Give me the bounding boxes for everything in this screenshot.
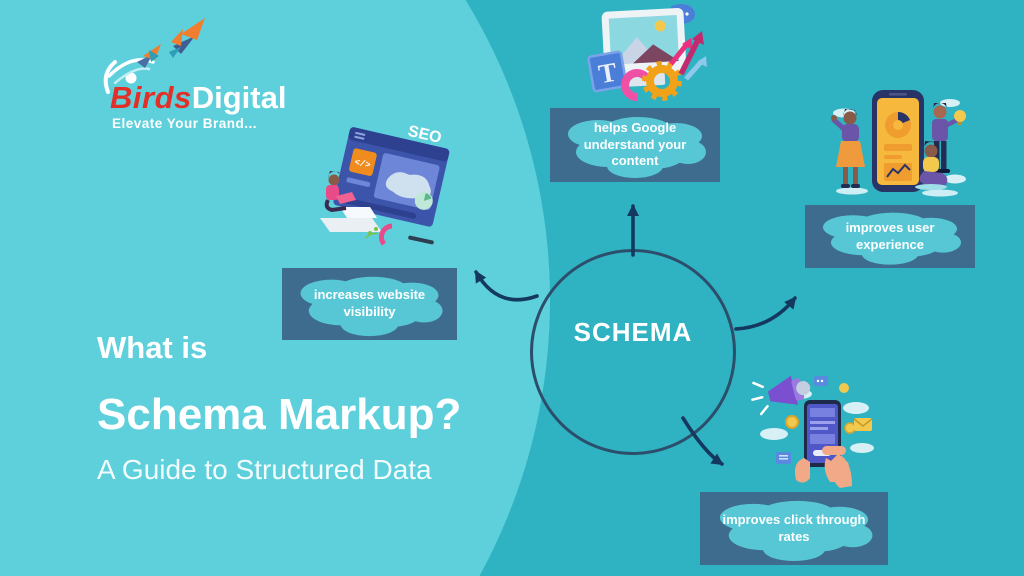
browser-window-icon: SEO </> [333,123,450,227]
birds-flight-icon [103,18,205,94]
gear-icon [642,61,682,101]
floating-icons [776,376,873,464]
background-circle [0,0,550,576]
brand-name: BirdsDigital [110,82,286,113]
letter-tile-icon: T [587,50,628,93]
schema-hub-circle: SCHEMA [530,249,736,455]
content-creation-illustration: T [587,4,707,101]
title-line-1: What is [97,330,208,365]
person-with-laptop-icon [324,171,356,213]
promotion-illustration [751,375,874,488]
callout-label: helps Google understand your content [583,119,687,169]
platform-icon [320,218,382,232]
user-experience-illustration [831,90,966,197]
brand-name-digital: Digital [191,80,287,115]
man-with-idea-icon [932,103,966,173]
cloud-blob [300,276,443,337]
svg-text:T: T [596,57,619,90]
callout-click-through: improves click through rates [700,492,888,565]
mini-charts-icon [365,223,434,246]
callout-label: improves user experience [845,219,935,252]
callout-label: improves click through rates [722,511,866,544]
cloud-blob [823,212,961,265]
callout-website-visibility: increases website visibility [282,268,457,340]
callout-helps-google: helps Google understand your content [550,108,720,182]
phone-dashboard-icon [872,90,924,192]
callout-user-experience: improves user experience [805,205,975,268]
hands-icon [795,446,852,488]
schema-hub-label: SCHEMA [573,316,693,347]
seo-browser-illustration: SEO </> [320,123,450,246]
title-block: What is Schema Markup? A Guide to Struct… [97,330,461,486]
megaphone-icon [751,375,811,416]
sitting-woman-icon [915,141,948,190]
waving-woman-icon [831,109,865,188]
title-line-2: Schema Markup? [97,390,462,439]
growth-arrows-icon [669,31,707,81]
cloud-blob [568,117,706,178]
arrow-right-icon [734,296,797,331]
letter-c-icon [621,69,652,101]
subtitle: A Guide to Structured Data [97,454,432,485]
callout-label: increases website visibility [313,287,426,319]
code-glyph: </> [353,157,371,170]
cloud-blob [719,500,873,562]
brand-tagline: Elevate Your Brand... [112,116,258,131]
brand-name-birds: Birds [110,80,192,115]
